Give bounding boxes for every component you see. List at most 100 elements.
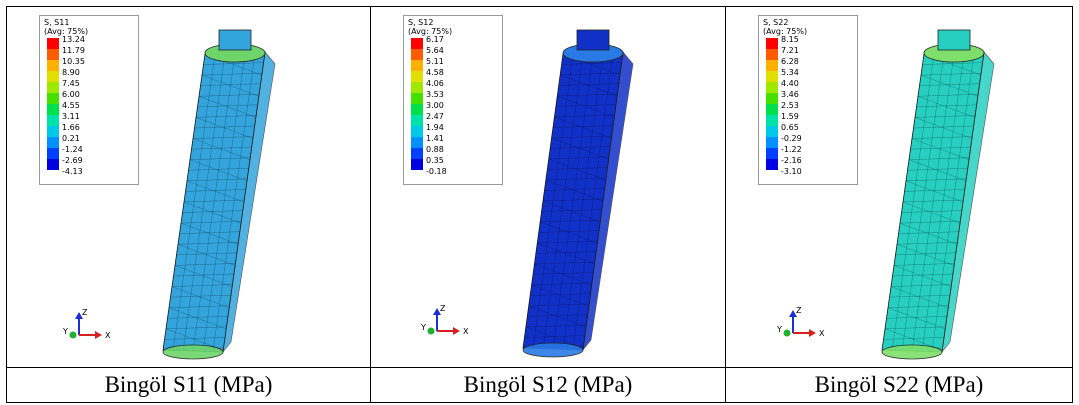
color-swatch xyxy=(47,93,59,104)
legend-value: -4.13 xyxy=(62,167,83,176)
axis-z-label: Z xyxy=(82,308,88,317)
color-swatch xyxy=(411,38,423,49)
legend-averaging: (Avg: 75%) xyxy=(44,27,89,36)
color-swatch xyxy=(47,115,59,126)
color-scale xyxy=(411,38,423,170)
legend-value: 6.17 xyxy=(426,35,444,44)
legend-value: 13.24 xyxy=(62,35,85,44)
legend-value: -1.24 xyxy=(62,145,83,154)
color-swatch xyxy=(766,159,778,170)
color-swatch xyxy=(766,115,778,126)
legend-value: 1.66 xyxy=(62,123,80,132)
color-swatch xyxy=(766,38,778,49)
color-swatch xyxy=(411,71,423,82)
panel-s12: S, S12 (Avg: 75%) 6.17 5.64 5.11 4.58 4.… xyxy=(370,6,726,368)
legend-value: 0.35 xyxy=(426,156,444,165)
color-swatch xyxy=(766,148,778,159)
color-swatch xyxy=(47,38,59,49)
legend-value: 4.40 xyxy=(781,79,799,88)
legend-value: -0.18 xyxy=(426,167,447,176)
legend-value: 0.88 xyxy=(426,145,444,154)
legend-values: 6.17 5.64 5.11 4.58 4.06 3.53 3.00 2.47 … xyxy=(426,36,447,179)
legend-value: -2.16 xyxy=(781,156,802,165)
legend-value: 1.41 xyxy=(426,134,444,143)
legend-value: 3.53 xyxy=(426,90,444,99)
column-base xyxy=(162,344,224,360)
panel-s11: S, S11 (Avg: 75%) 13.24 11.79 10.35 8.90… xyxy=(6,6,371,368)
axis-z-label: Z xyxy=(796,306,802,315)
color-swatch xyxy=(411,115,423,126)
top-fixture xyxy=(937,29,971,51)
column-model xyxy=(162,29,276,360)
legend-value: 5.34 xyxy=(781,68,799,77)
legend-value: 4.55 xyxy=(62,101,80,110)
column-base xyxy=(881,344,943,360)
legend-value: -3.10 xyxy=(781,167,802,176)
legend-value: 4.06 xyxy=(426,79,444,88)
mesh-lines xyxy=(881,51,985,352)
legend: S, S22 (Avg: 75%) 8.15 7.21 6.28 5.34 4.… xyxy=(758,15,858,185)
column-base xyxy=(522,342,584,358)
legend-value: 4.58 xyxy=(426,68,444,77)
color-swatch xyxy=(47,71,59,82)
color-swatch xyxy=(47,126,59,137)
legend-averaging: (Avg: 75%) xyxy=(763,27,808,36)
color-swatch xyxy=(47,137,59,148)
axis-triad-graphic: Z Y X xyxy=(420,304,469,336)
caption-s22: Bingöl S22 (MPa) xyxy=(725,367,1073,403)
axis-z-label: Z xyxy=(440,304,446,313)
color-swatch xyxy=(766,49,778,60)
legend-value: -1.22 xyxy=(781,145,802,154)
axis-x-label: X xyxy=(463,327,469,336)
color-swatch xyxy=(411,82,423,93)
legend-value: -2.69 xyxy=(62,156,83,165)
panel-s22: S, S22 (Avg: 75%) 8.15 7.21 6.28 5.34 4.… xyxy=(725,6,1073,368)
color-swatch xyxy=(766,71,778,82)
legend-value: 5.11 xyxy=(426,57,444,66)
caption-s12: Bingöl S12 (MPa) xyxy=(370,367,726,403)
color-swatch xyxy=(411,137,423,148)
legend-value: 5.64 xyxy=(426,46,444,55)
color-swatch xyxy=(47,49,59,60)
legend-value: 1.59 xyxy=(781,112,799,121)
legend-value: 8.90 xyxy=(62,68,80,77)
color-swatch xyxy=(411,148,423,159)
axis-triad: Z Y X xyxy=(59,307,119,351)
color-swatch xyxy=(411,93,423,104)
top-fixture xyxy=(218,29,252,51)
caption-s11: Bingöl S11 (MPa) xyxy=(6,367,371,403)
color-swatch xyxy=(766,82,778,93)
legend-title: S, S11 xyxy=(44,18,70,27)
color-swatch xyxy=(411,104,423,115)
legend-title: S, S22 xyxy=(763,18,789,27)
axis-y-label: Y xyxy=(776,325,782,334)
color-swatch xyxy=(47,82,59,93)
legend-value: 7.45 xyxy=(62,79,80,88)
color-swatch xyxy=(766,93,778,104)
color-swatch xyxy=(766,60,778,71)
axis-x-label: X xyxy=(105,331,111,340)
legend-values: 8.15 7.21 6.28 5.34 4.40 3.46 2.53 1.59 … xyxy=(781,36,802,179)
color-swatch xyxy=(411,60,423,71)
color-swatch xyxy=(411,49,423,60)
legend-value: 8.15 xyxy=(781,35,799,44)
column-model xyxy=(881,29,995,360)
legend-value: 6.28 xyxy=(781,57,799,66)
legend-value: 2.47 xyxy=(426,112,444,121)
legend: S, S12 (Avg: 75%) 6.17 5.64 5.11 4.58 4.… xyxy=(403,15,503,185)
axis-triad: Z Y X xyxy=(417,303,477,347)
color-swatch xyxy=(47,104,59,115)
legend-value: 3.11 xyxy=(62,112,80,121)
axis-triad-graphic: Z Y X xyxy=(62,308,111,340)
legend-title: S, S12 xyxy=(408,18,434,27)
legend-value: 0.21 xyxy=(62,134,80,143)
legend-value: 7.21 xyxy=(781,46,799,55)
color-scale xyxy=(47,38,59,170)
legend-value: -0.29 xyxy=(781,134,802,143)
color-swatch xyxy=(411,126,423,137)
top-fixture xyxy=(576,29,610,51)
legend-value: 11.79 xyxy=(62,46,85,55)
legend-value: 3.00 xyxy=(426,101,444,110)
axis-y-label: Y xyxy=(62,327,68,336)
